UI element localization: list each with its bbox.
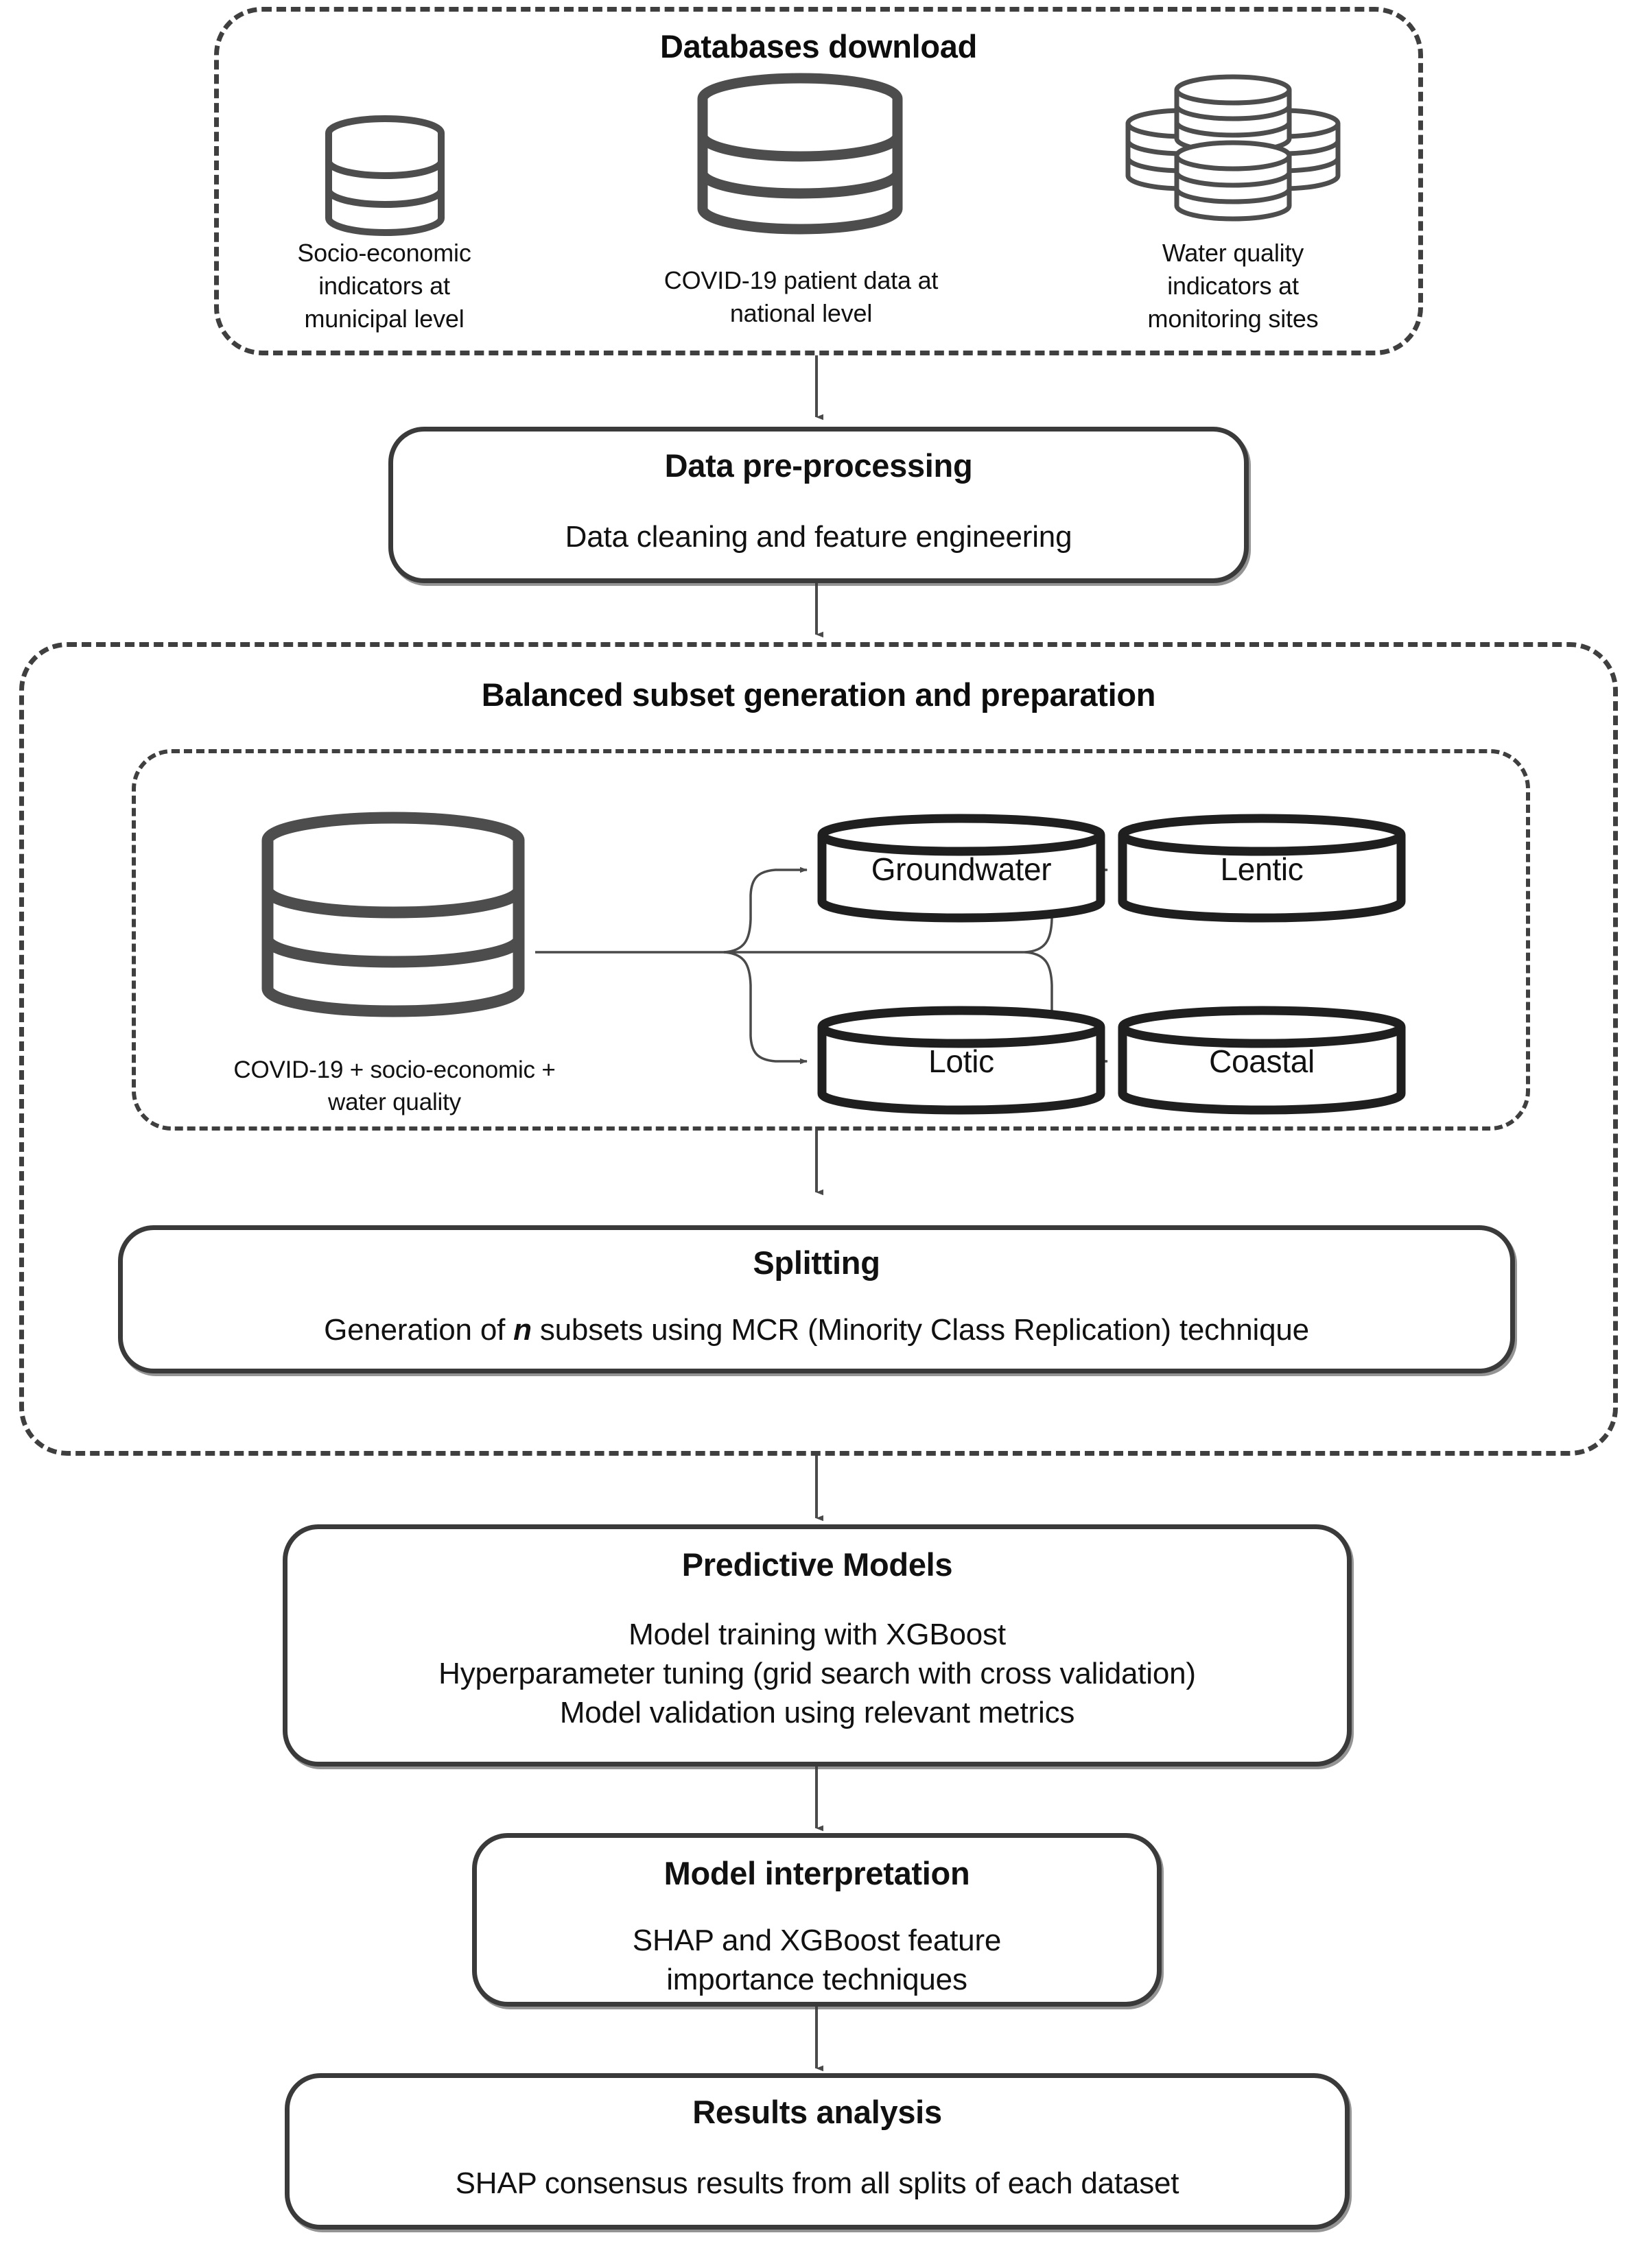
database-cylinder-large-icon-covid [692,73,908,246]
caption-line: water quality [328,1088,461,1115]
model-interpretation-body-line: SHAP and XGBoost feature [632,1924,1002,1957]
results-analysis-body: SHAP consensus results from all splits o… [455,2166,1179,2200]
splitting-body-post: subsets using MCR (Minority Class Replic… [531,1313,1309,1347]
predictive-models-title: Predictive Models [681,1546,953,1583]
databases-download-caption-2: Water quality indicators at monitoring s… [1109,237,1356,336]
databases-download-caption-0: Socio-economic indicators at municipal l… [261,237,508,336]
splitting-body-emphasis: n [513,1313,532,1347]
balanced-source-caption: COVID-19 + socio-economic + water qualit… [175,1054,614,1119]
predictive-models-body-line: Hyperparameter tuning (grid search with … [438,1657,1196,1691]
predictive-models-body-line: Model validation using relevant metrics [559,1696,1075,1730]
model-interpretation-body: SHAP and XGBoost feature importance tech… [632,1921,1002,1999]
subset-cylinder-coastal: Coastal [1114,1006,1409,1117]
predictive-models-body-line: Model training with XGBoost [628,1618,1006,1651]
model-interpretation-box: Model interpretation SHAP and XGBoost fe… [472,1833,1162,2007]
caption-line: Socio-economic [297,239,471,267]
data-preprocessing-title: Data pre-processing [664,447,973,484]
results-analysis-title: Results analysis [692,2094,942,2130]
data-preprocessing-body: Data cleaning and feature engineering [565,520,1072,554]
databases-download-container [214,7,1423,355]
predictive-models-body: Model training with XGBoost Hyperparamet… [438,1615,1196,1733]
subset-cylinder-groundwater: Groundwater [814,814,1109,925]
splitting-title: Splitting [753,1244,880,1281]
model-interpretation-body-line: importance techniques [666,1963,967,1997]
caption-line: COVID-19 patient data at [663,266,939,294]
caption-line: indicators at [318,272,450,300]
subset-generation-inner-container [132,749,1530,1131]
database-cylinder-icon-socio-economic [321,115,449,240]
caption-line: national level [729,299,873,328]
caption-line: COVID-19 + socio-economic + [233,1056,556,1083]
databases-download-title: Databases download [659,28,978,64]
balanced-subset-container [19,642,1618,1456]
caption-line: municipal level [304,305,465,333]
splitting-body: Generation of n subsets using MCR (Minor… [324,1310,1309,1349]
database-cylinder-stack-icon-water-quality [1113,74,1353,239]
caption-line: Water quality [1162,239,1304,267]
predictive-models-box: Predictive Models Model training with XG… [283,1524,1352,1767]
subset-cylinder-lotic: Lotic [814,1006,1109,1117]
subset-cylinder-lentic: Lentic [1114,814,1409,925]
splitting-body-pre: Generation of [324,1313,514,1347]
database-cylinder-large-icon-combined [252,812,534,1031]
model-interpretation-title: Model interpretation [663,1855,970,1891]
results-analysis-box: Results analysis SHAP consensus results … [285,2073,1350,2230]
caption-line: indicators at [1167,272,1299,300]
databases-download-caption-1: COVID-19 patient data at national level [604,264,998,330]
splitting-box: Splitting Generation of n subsets using … [118,1225,1515,1373]
caption-line: monitoring sites [1147,305,1319,333]
balanced-subset-title: Balanced subset generation and preparati… [481,676,1156,713]
data-preprocessing-box: Data pre-processing Data cleaning and fe… [388,427,1249,583]
